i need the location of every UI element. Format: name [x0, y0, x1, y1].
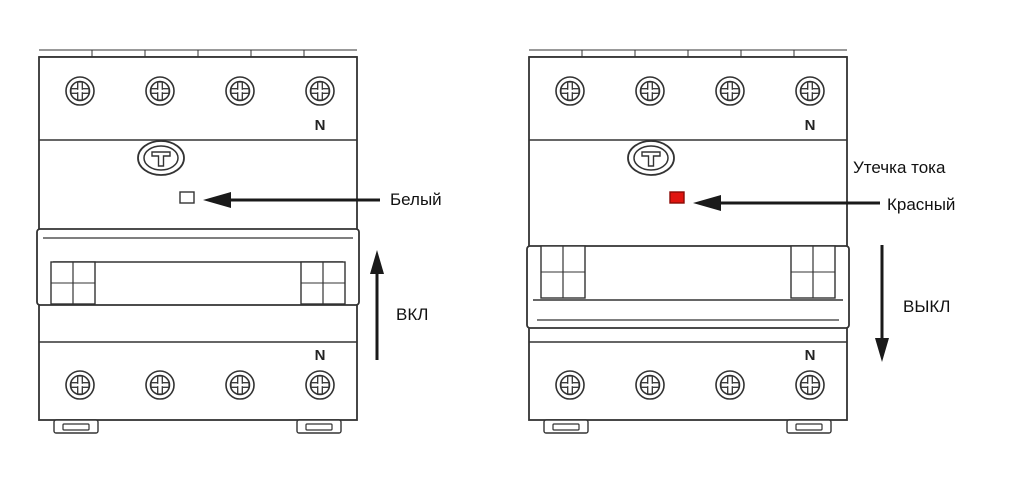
on-arrow-head: [370, 250, 384, 274]
lever-off: [526, 245, 850, 329]
terminal-screw-icon: [555, 370, 585, 400]
leakage-caption: Утечка тока: [853, 158, 946, 177]
white-indicator-label: Белый: [390, 190, 442, 209]
brand-logo-icon: [627, 140, 675, 176]
red-indicator-arrow-head: [693, 195, 721, 211]
din-clip: [543, 419, 589, 434]
white-indicator-arrow-head: [203, 192, 231, 208]
neutral-label-bottom: N: [315, 347, 326, 364]
din-clip: [296, 419, 342, 434]
terminal-screw-icon: [795, 76, 825, 106]
neutral-label-top: N: [315, 117, 326, 134]
din-clip: [53, 419, 99, 434]
right-breaker: NN: [526, 49, 850, 434]
brand-logo-icon: [137, 140, 185, 176]
terminal-screw-icon: [65, 76, 95, 106]
terminal-screw-icon: [145, 370, 175, 400]
terminal-screw-icon: [635, 76, 665, 106]
on-position-label: ВКЛ: [396, 305, 429, 324]
din-clip: [786, 419, 832, 434]
off-arrow-head: [875, 338, 889, 362]
neutral-label-bottom: N: [805, 347, 816, 364]
off-position-label: ВЫКЛ: [903, 297, 951, 316]
neutral-label-top: N: [805, 117, 816, 134]
terminal-screw-icon: [715, 370, 745, 400]
red-indicator: [669, 191, 685, 204]
terminal-screw-icon: [225, 370, 255, 400]
terminal-screw-icon: [65, 370, 95, 400]
terminal-screw-icon: [555, 76, 585, 106]
terminal-screw-icon: [635, 370, 665, 400]
terminal-screw-icon: [305, 76, 335, 106]
left-breaker: NN: [36, 49, 360, 434]
terminal-screw-icon: [145, 76, 175, 106]
red-indicator-label: Красный: [887, 195, 956, 214]
terminal-screw-icon: [795, 370, 825, 400]
lever-on: [36, 228, 360, 306]
terminal-screw-icon: [715, 76, 745, 106]
terminal-screw-icon: [305, 370, 335, 400]
terminal-screw-icon: [225, 76, 255, 106]
white-indicator: [179, 191, 195, 204]
breaker-body: [528, 56, 848, 421]
annotation-arrows: [203, 192, 889, 362]
